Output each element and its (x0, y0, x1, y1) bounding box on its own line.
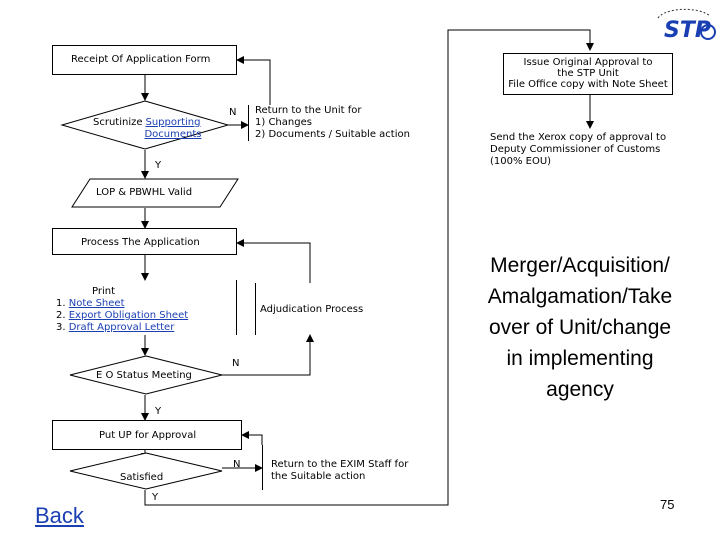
process-application-node: Process The Application (52, 228, 237, 255)
satisfied-decision: Satisfied (68, 452, 224, 490)
eo-yes-label: Y (155, 406, 162, 417)
side-note-line-3: over of Unit/change (488, 316, 672, 339)
satisfied-label: Satisfied (120, 472, 164, 483)
eo-no-label: N (232, 358, 240, 369)
satisfied-diamond-shape (69, 452, 223, 490)
connector-adjudication-process (236, 239, 311, 283)
send-xerox-line-2: Deputy Commissioner of Customs (490, 144, 661, 155)
scrutinize-decision: Scrutinize Supporting Documents (60, 100, 230, 150)
print-item-1: 1. Note Sheet (52, 298, 236, 310)
adjudication-process-node: Adjudication Process (255, 283, 367, 335)
stp-logo-icon (657, 8, 716, 40)
put-up-label: Put UP for Approval (99, 430, 197, 441)
connector-exim-putup (241, 431, 263, 445)
issue-original-line-1: Issue Original Approval to (523, 57, 653, 68)
issue-original-line-3: File Office copy with Note Sheet (508, 79, 668, 90)
scrutinize-prefix: Scrutinize (93, 117, 143, 128)
return-unit-title: Return to the Unit for (255, 105, 362, 116)
print-item-3: 3. Draft Approval Letter (52, 322, 236, 334)
eo-diamond-shape (69, 355, 223, 395)
stp-logo: STP (652, 4, 716, 48)
print-item-2-num: 2. (56, 310, 69, 321)
side-note-line-2: Amalgamation/Take (487, 285, 673, 308)
return-unit-item-1: 1) Changes (255, 117, 312, 128)
supporting-documents-link[interactable]: Supporting Documents (144, 117, 202, 140)
adjudication-label: Adjudication Process (260, 304, 364, 315)
satisfied-no-label: N (233, 459, 241, 470)
print-item-1-num: 1. (56, 298, 69, 309)
return-to-unit-node: Return to the Unit for 1) Changes 2) Doc… (248, 105, 418, 141)
side-note-line-1: Merger/Acquisition/ (490, 254, 670, 277)
return-exim-staff-node: Return to the EXIM Staff for the Suitabl… (262, 445, 432, 490)
scrutinize-no-label: N (229, 107, 237, 118)
eo-status-decision: E O Status Meeting (68, 355, 224, 395)
print-title: Print (92, 286, 116, 297)
send-xerox-copy-node: Send the Xerox copy of approval to Deput… (480, 132, 700, 168)
draft-approval-letter-link[interactable]: Draft Approval Letter (68, 322, 175, 333)
export-obligation-sheet-link[interactable]: Export Obligation Sheet (68, 310, 189, 321)
satisfied-yes-label: Y (152, 492, 159, 503)
return-unit-item-2: 2) Documents / Suitable action (255, 129, 410, 140)
send-xerox-line-3: (100% EOU) (490, 156, 552, 167)
connector-return-receipt (236, 56, 271, 105)
lop-parallelogram-shape (71, 178, 239, 208)
send-xerox-line-1: Send the Xerox copy of approval to (490, 132, 667, 143)
issue-original-line-2: the STP Unit (557, 68, 619, 79)
return-exim-line-2: the Suitable action (271, 471, 366, 482)
issue-original-approval-node: Issue Original Approval to the STP Unit … (503, 53, 673, 95)
page-number: 75 (660, 497, 675, 512)
receipt-application-node: Receipt Of Application Form (52, 45, 237, 75)
print-item-3-num: 3. (56, 322, 69, 333)
lop-label: LOP & PBWHL Valid (96, 187, 193, 198)
print-item-2: 2. Export Obligation Sheet (52, 310, 236, 322)
side-note-line-5: agency (546, 378, 614, 401)
scrutinize-diamond-shape (60, 100, 230, 150)
back-link[interactable]: Back (35, 503, 84, 528)
eo-status-label: E O Status Meeting (96, 370, 192, 381)
scrutinize-yes-label: Y (155, 160, 162, 171)
lop-pbwhl-valid-node: LOP & PBWHL Valid (70, 178, 240, 208)
print-documents-node: Print 1. Note Sheet 2. Export Obligation… (52, 280, 237, 335)
merger-acquisition-note: Merger/Acquisition/ Amalgamation/Take ov… (440, 250, 720, 405)
process-application-label: Process The Application (81, 237, 200, 248)
put-up-approval-node: Put UP for Approval (52, 420, 242, 450)
return-exim-line-1: Return to the EXIM Staff for (271, 459, 409, 470)
connector-satisfied-issue (144, 29, 594, 506)
note-sheet-link[interactable]: Note Sheet (68, 298, 125, 309)
receipt-label: Receipt Of Application Form (71, 54, 211, 65)
stp-logo-text: STP (664, 18, 711, 43)
side-note-line-4: in implementing (506, 347, 654, 370)
connector-eo-adjudication (222, 334, 314, 376)
